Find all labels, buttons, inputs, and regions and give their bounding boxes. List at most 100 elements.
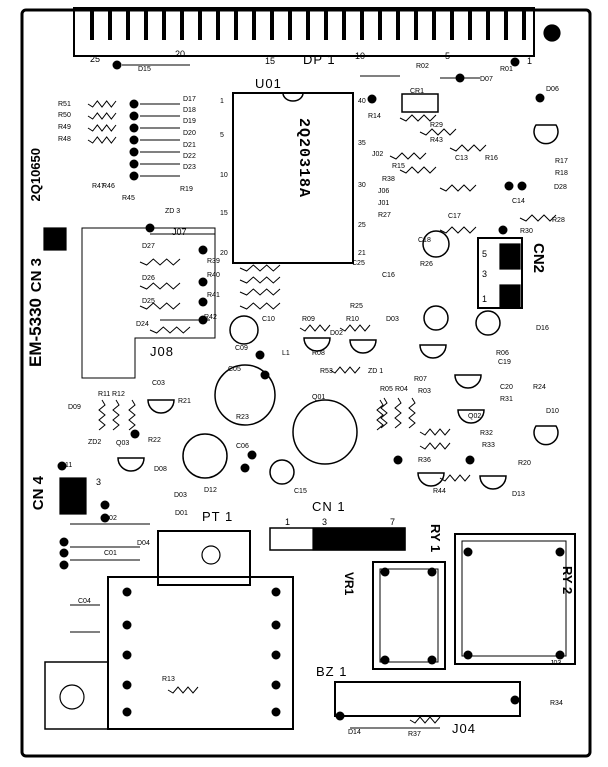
cn2-pin-5: 5 — [482, 249, 488, 259]
component-label: R42 — [204, 314, 217, 321]
resistor-symbol — [419, 428, 451, 436]
dp1-pin-25: 25 — [90, 54, 101, 64]
resistor-symbol — [408, 397, 416, 429]
resistor-symbol — [239, 276, 281, 284]
component-label: D02 — [330, 330, 343, 337]
component-label: R04 — [395, 386, 408, 393]
ic-pin-21: 21 — [358, 250, 366, 257]
component-label: D17 — [183, 96, 196, 103]
component-label: C06 — [236, 443, 249, 450]
solder-pad — [240, 463, 250, 473]
mounting-hole-top-right — [543, 24, 561, 42]
solder-pad — [122, 680, 132, 690]
resistor-symbol — [139, 302, 181, 310]
ry2-relay — [454, 533, 576, 665]
solder-pad — [198, 297, 208, 307]
component-label: C15 — [294, 488, 307, 495]
component-label: R15 — [392, 163, 405, 170]
component-label: R38 — [382, 176, 395, 183]
resistor-symbol — [409, 716, 441, 724]
component-label: R28 — [552, 217, 565, 224]
resistor-symbol — [239, 288, 281, 296]
component-label: D22 — [183, 153, 196, 160]
component-label: D11 — [60, 462, 73, 469]
solder-pad — [260, 370, 270, 380]
component-label: D09 — [68, 404, 81, 411]
component-label: R03 — [418, 388, 431, 395]
cn2-pin-1: 1 — [482, 294, 488, 304]
component-label: D19 — [183, 118, 196, 125]
resistor-symbol — [87, 112, 117, 120]
component-label: R09 — [302, 316, 315, 323]
component-label: R51 — [58, 101, 71, 108]
resistor-symbol — [439, 184, 477, 192]
component-label: D26 — [142, 275, 155, 282]
j08-label: J08 — [150, 344, 174, 359]
component-label: R24 — [533, 384, 546, 391]
solder-pad — [130, 429, 140, 439]
cn2-connector — [477, 237, 523, 309]
cn1-pin-7: 7 — [390, 517, 396, 527]
component-label: C18 — [418, 237, 431, 244]
dp1-label: DP 1 — [303, 52, 336, 67]
component-label: R11 — [98, 391, 111, 398]
resistor-symbol — [439, 474, 471, 482]
solder-pad — [510, 57, 520, 67]
j04-label: J04 — [452, 721, 476, 736]
resistor-symbol — [128, 399, 136, 431]
resistor-symbol — [139, 282, 181, 290]
component-label: R13 — [162, 676, 175, 683]
solder-pad — [129, 123, 139, 133]
solder-pad — [427, 655, 437, 665]
component-label: R47 — [92, 183, 105, 190]
component-label: D14 — [348, 729, 361, 736]
resistor-symbol — [87, 136, 117, 144]
component-label: C03 — [152, 380, 165, 387]
component-label: C09 — [235, 345, 248, 352]
board-part-number: 2Q10650 — [28, 148, 43, 202]
component-label: C16 — [382, 272, 395, 279]
component-label: R41 — [207, 292, 220, 299]
component-label: R25 — [350, 303, 363, 310]
component-label: D08 — [154, 466, 167, 473]
component-label: R21 — [178, 398, 191, 405]
cn1-label: CN 1 — [312, 499, 346, 514]
component-label: C01 — [104, 550, 117, 557]
resistor-symbol — [339, 324, 371, 332]
resistor-symbol — [394, 397, 402, 429]
resistor-symbol — [449, 144, 487, 152]
component-label: R16 — [485, 155, 498, 162]
cr1-box — [401, 93, 439, 113]
component-label: R02 — [416, 63, 429, 70]
resistor-symbol — [149, 326, 191, 334]
solder-pad — [463, 547, 473, 557]
bz1-label: BZ 1 — [316, 664, 348, 679]
resistor-symbol — [112, 399, 120, 431]
pt1-label: PT 1 — [202, 509, 234, 524]
ic-pin-30: 30 — [358, 182, 366, 189]
solder-pad — [129, 147, 139, 157]
ic-pin-1: 1 — [220, 98, 224, 105]
component-label: R27 — [378, 212, 391, 219]
component-label: D07 — [480, 76, 493, 83]
j07-label: J07 — [172, 227, 187, 237]
dp1-pin-5: 5 — [445, 51, 451, 61]
resistor-symbol — [299, 324, 331, 332]
component-label: R18 — [555, 170, 568, 177]
transistors — [117, 124, 559, 490]
component-label: J02 — [372, 151, 384, 158]
component-label: C19 — [498, 359, 511, 366]
component-label: R46 — [102, 183, 115, 190]
component-label: C13 — [455, 155, 468, 162]
solder-pad — [57, 461, 67, 471]
solder-pad — [535, 93, 545, 103]
component-label: C14 — [512, 198, 525, 205]
solder-pad — [247, 450, 257, 460]
ic-u01-part: 2Q20318A — [295, 118, 312, 199]
component-label: R40 — [207, 272, 220, 279]
cn3-black-block — [43, 227, 67, 251]
component-label: C25 — [352, 260, 365, 267]
solder-pad — [112, 60, 122, 70]
component-label: R29 — [430, 122, 443, 129]
